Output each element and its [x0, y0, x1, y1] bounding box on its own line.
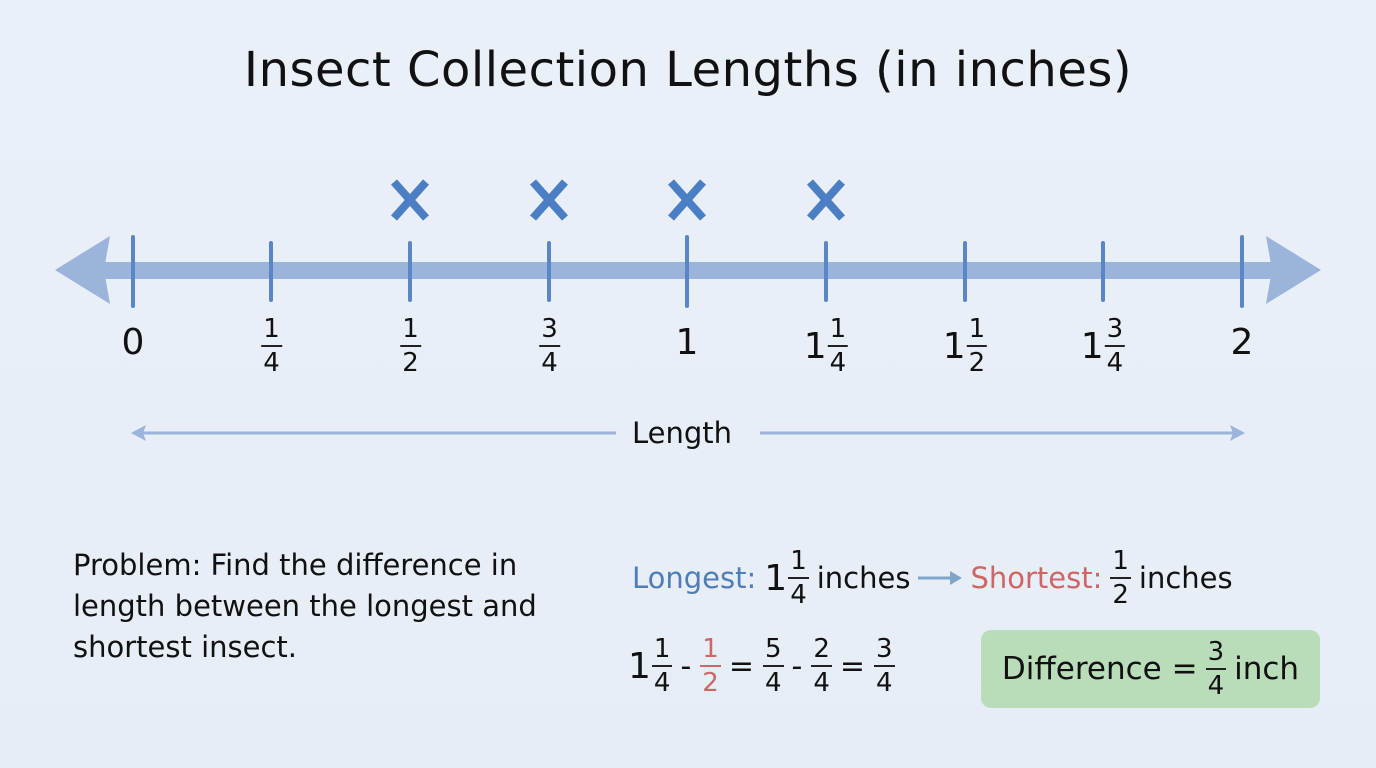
x-axis-label: Length [632, 416, 733, 450]
tick-label-1: 1 [675, 322, 699, 363]
chart-title: Insect Collection Lengths (in inches) [243, 42, 1133, 98]
x-mark-icon [668, 179, 706, 221]
tick-label-0: 0 [121, 322, 145, 363]
right-arrow-icon [918, 571, 963, 585]
shortest-label: Shortest: [970, 561, 1103, 595]
data-marks [391, 179, 845, 221]
x-mark-icon [530, 179, 568, 221]
right-arrow-icon [1266, 236, 1321, 304]
x-mark-icon [807, 179, 845, 221]
tick-label-2: 2 [1230, 322, 1254, 363]
left-arrow-icon [55, 236, 110, 304]
x-mark-icon [391, 179, 429, 221]
longest-label: Longest: [632, 561, 757, 595]
length-arrow [131, 425, 1245, 441]
axis-ticks [131, 235, 1244, 308]
problem-statement: Problem: Find the difference in length b… [73, 548, 537, 664]
axis-bar [100, 262, 1280, 279]
